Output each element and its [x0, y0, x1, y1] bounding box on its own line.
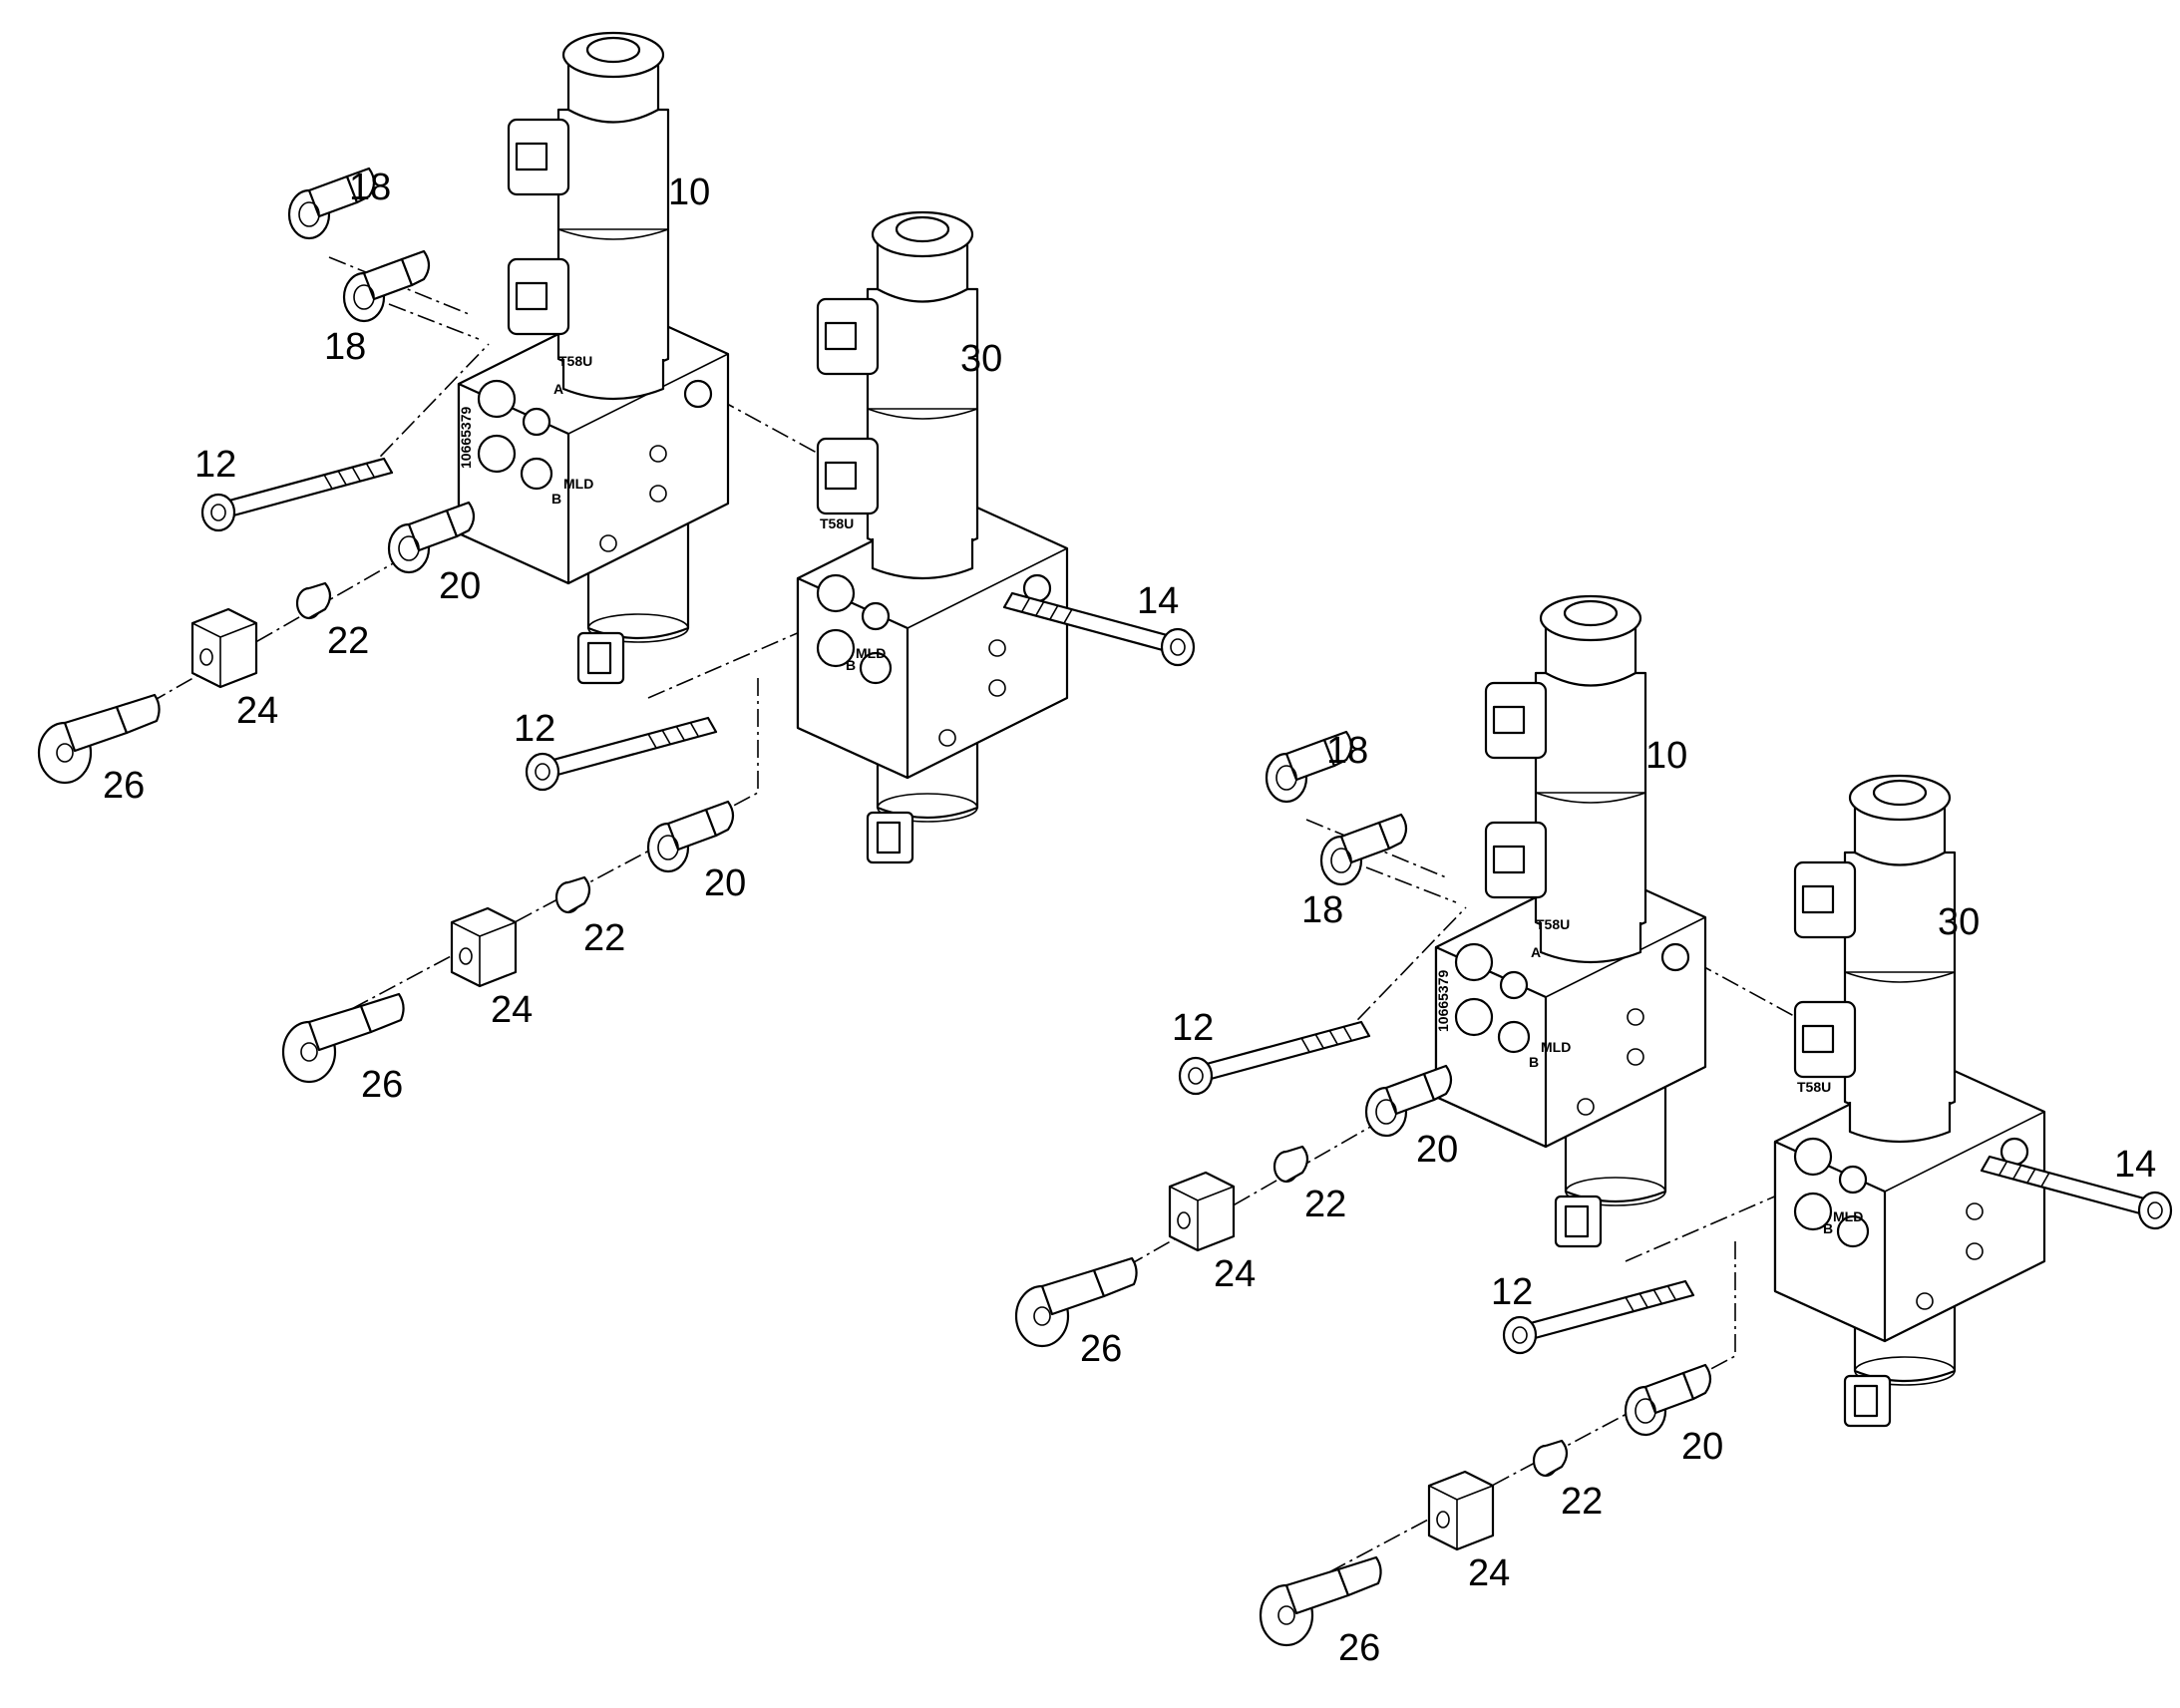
callout-22-lower-b: 22 — [1561, 1481, 1603, 1523]
port-b-label-b2: B — [1823, 1220, 1833, 1236]
port-a-label-b: A — [1531, 944, 1541, 960]
callout-30-b: 30 — [1938, 901, 1980, 943]
callout-12-upper: 12 — [194, 444, 236, 486]
solenoid-valve-10-b — [1484, 594, 1647, 964]
port-b-label-2: B — [846, 657, 856, 673]
nut-24-lower-b — [1427, 1470, 1495, 1551]
ring-22-upper — [295, 581, 332, 620]
callout-26-lower-b: 26 — [1338, 1627, 1380, 1669]
mark-stamp-b: T58U — [1536, 916, 1570, 932]
callout-20-upper: 20 — [439, 565, 481, 607]
fitting-20-upper-b — [1364, 1064, 1453, 1138]
mark-stamp-2: T58U — [820, 515, 854, 531]
leader-a5 — [717, 398, 829, 460]
callout-18-lower: 18 — [324, 326, 366, 368]
ring-22-lower — [554, 875, 591, 914]
leader-a6 — [647, 597, 879, 699]
port-b-label-b: B — [1529, 1054, 1539, 1070]
fitting-18-lower-b — [1319, 813, 1408, 886]
callout-10: 10 — [668, 171, 710, 213]
callout-20-upper-b: 20 — [1416, 1129, 1458, 1171]
leader-a3 — [358, 343, 490, 480]
callout-20-lower: 20 — [704, 862, 746, 904]
leader-b2 — [1365, 866, 1457, 903]
port-b-label: B — [551, 491, 561, 507]
leader-b6 — [1625, 1161, 1856, 1262]
ring-22-lower-b — [1532, 1439, 1569, 1478]
callout-24-upper: 24 — [236, 690, 278, 732]
fitting-20-lower — [646, 800, 735, 873]
callout-24-lower: 24 — [491, 989, 533, 1031]
assembly-a: 10665379 T58U A B MLD T58U B MLD 10 18 1… — [37, 31, 1196, 1106]
part-number-marking-b: 10665379 — [1435, 969, 1451, 1032]
nut-24-upper — [190, 607, 258, 689]
mld-label: MLD — [563, 476, 593, 492]
callout-14-b: 14 — [2114, 1144, 2156, 1186]
mld-label-2: MLD — [856, 645, 886, 661]
fitting-20-upper — [387, 501, 476, 574]
leader-a2 — [388, 303, 480, 340]
callout-22-lower: 22 — [583, 917, 625, 959]
callout-22-upper-b: 22 — [1304, 1184, 1346, 1225]
callout-10-b: 10 — [1645, 735, 1687, 777]
callout-26-upper: 26 — [103, 765, 145, 807]
part-number-marking: 10665379 — [458, 406, 474, 469]
callout-26-upper-b: 26 — [1080, 1328, 1122, 1370]
callout-18-upper: 18 — [349, 167, 391, 208]
assembly-b: 10665379 T58U A B MLD T58U B MLD 10 18 1… — [1014, 594, 2173, 1669]
callout-18-upper-b: 18 — [1326, 730, 1368, 772]
leader-a8 — [298, 678, 759, 1038]
nut-24-lower — [450, 906, 518, 988]
callout-30: 30 — [960, 338, 1002, 380]
callout-26-lower: 26 — [361, 1064, 403, 1106]
callout-22-upper: 22 — [327, 620, 369, 662]
callout-20-lower-b: 20 — [1681, 1426, 1723, 1468]
mark-stamp: T58U — [558, 353, 592, 369]
nut-24-upper-b — [1168, 1171, 1236, 1252]
leader-b8 — [1275, 1241, 1736, 1601]
callout-12-lower-b: 12 — [1491, 1271, 1533, 1313]
callout-24-lower-b: 24 — [1468, 1552, 1510, 1594]
callout-18-lower-b: 18 — [1301, 889, 1343, 931]
mark-stamp-b2: T58U — [1797, 1079, 1831, 1095]
mld-label-b: MLD — [1541, 1039, 1571, 1055]
port-a-label: A — [553, 381, 563, 397]
mld-label-b2: MLD — [1833, 1208, 1863, 1224]
callout-24-upper-b: 24 — [1214, 1253, 1256, 1295]
fitting-18-lower — [342, 249, 431, 323]
fitting-20-lower-b — [1624, 1363, 1712, 1437]
leader-b5 — [1694, 961, 1806, 1023]
solenoid-valve-10 — [507, 31, 670, 401]
callout-14: 14 — [1137, 580, 1179, 622]
callout-12-upper-b: 12 — [1172, 1007, 1214, 1049]
ring-22-upper-b — [1272, 1145, 1309, 1184]
callout-12-lower: 12 — [514, 708, 555, 750]
leader-b3 — [1335, 906, 1467, 1043]
